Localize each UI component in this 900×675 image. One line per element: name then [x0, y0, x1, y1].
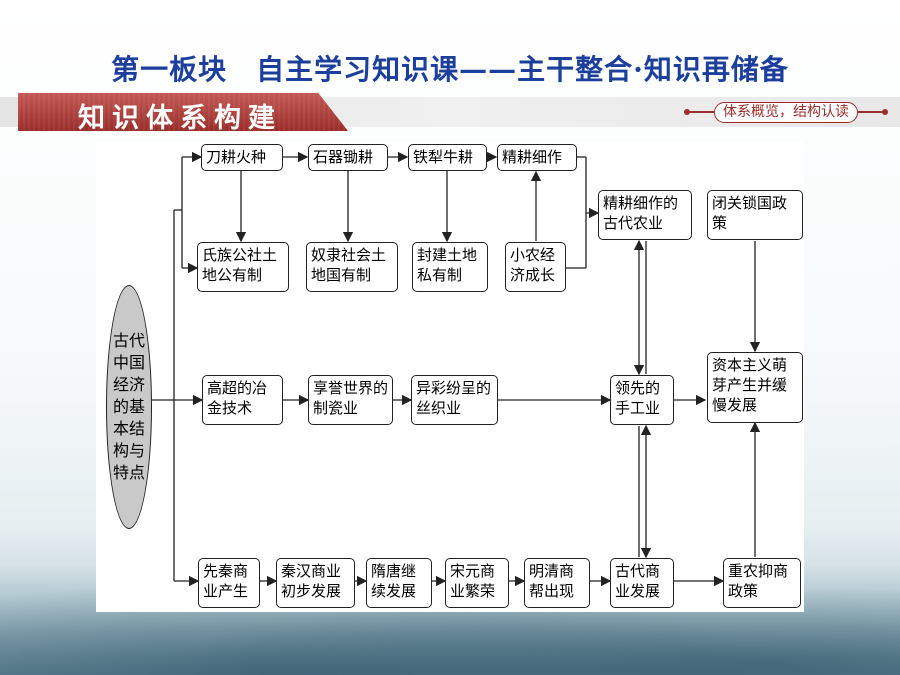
- tag-line-right: [858, 111, 882, 113]
- tag-label: 体系概览，结构认读: [714, 101, 858, 123]
- banner-tab: [18, 93, 348, 131]
- node-song-yuan-commerce: 宋元商业繁荣: [445, 558, 509, 608]
- diagram-connectors: [152, 151, 761, 587]
- node-slave-state-land: 奴隶社会土地国有制: [306, 242, 398, 292]
- node-clan-public-land: 氏族公社土地公有制: [197, 242, 289, 292]
- node-metallurgy: 高超的冶金技术: [202, 375, 283, 425]
- page-title: 第一板块 自主学习知识课——主干整合·知识再储备: [111, 53, 789, 86]
- node-commerce-summary: 古代商业发展: [610, 558, 674, 608]
- section-banner: 知识体系构建 体系概览，结构认读: [0, 93, 900, 134]
- node-porcelain: 享誉世界的制瓷业: [308, 375, 393, 425]
- center-topic-label: 古代中国经济的基本结构与特点: [112, 331, 145, 482]
- banner-tag: 体系概览，结构认读: [684, 101, 888, 123]
- node-pre-qin-commerce: 先秦商业产生: [198, 558, 260, 608]
- node-iron-plough: 铁犁牛耕: [408, 144, 487, 171]
- node-sui-tang-commerce: 隋唐继续发展: [366, 558, 432, 608]
- node-fine-cultivation: 精耕细作: [497, 144, 577, 171]
- node-closed-door-policy: 闭关锁国政策: [707, 190, 803, 240]
- node-slash-and-burn: 刀耕火种: [201, 144, 283, 171]
- node-capitalism-sprouts: 资本主义萌芽产生并缓慢发展: [707, 352, 803, 423]
- node-agriculture-summary: 精耕细作的古代农业: [598, 190, 692, 240]
- center-topic-oval: 古代中国经济的基本结构与特点: [106, 285, 152, 529]
- tag-line-left: [690, 111, 714, 113]
- node-silk-weaving: 异彩纷呈的丝织业: [411, 375, 498, 425]
- tag-dot-right: [882, 109, 888, 115]
- node-agri-over-commerce: 重农抑商政策: [723, 558, 801, 608]
- node-ming-qing-merchants: 明清商帮出现: [524, 558, 590, 608]
- node-handicraft-summary: 领先的手工业: [610, 375, 674, 425]
- knowledge-diagram: 古代中国经济的基本结构与特点 刀耕火种 石器锄耕 铁犁牛耕 精耕细作 氏族公社土…: [96, 141, 804, 612]
- tag-dot-left: [684, 109, 690, 115]
- section-title: 知识体系构建: [78, 103, 282, 134]
- node-small-peasant-economy: 小农经济成长: [505, 242, 566, 292]
- node-qin-han-commerce: 秦汉商业初步发展: [276, 558, 355, 608]
- node-feudal-private-land: 封建土地私有制: [412, 242, 488, 292]
- node-stone-hoe: 石器锄耕: [308, 144, 388, 171]
